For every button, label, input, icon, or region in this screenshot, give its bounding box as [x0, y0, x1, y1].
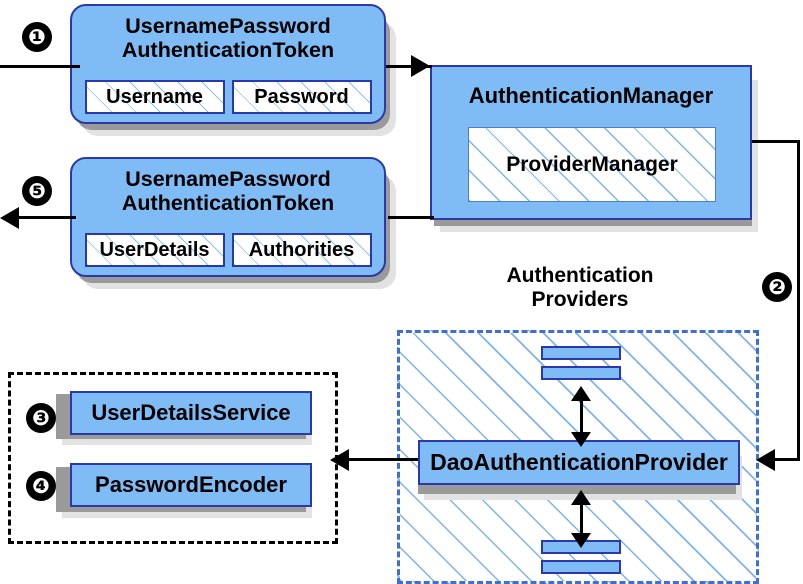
outbound-response-line — [16, 216, 76, 219]
stub-provider-top-1[interactable] — [541, 346, 621, 360]
provider-stub-bottom-arrowhead-down — [571, 533, 591, 548]
request-to-manager-arrowhead — [411, 55, 430, 77]
authentication-manager-box[interactable]: AuthenticationManager ProviderManager — [430, 65, 752, 220]
response-token-box[interactable]: UsernamePassword AuthenticationToken Use… — [70, 157, 386, 277]
user-details-service-box[interactable]: UserDetailsService — [70, 391, 312, 435]
request-token-title: UsernamePassword AuthenticationToken — [121, 14, 335, 63]
provider-stub-bottom-arrowhead-up — [571, 490, 591, 505]
stub-provider-top-2[interactable] — [541, 366, 621, 380]
provider-to-services-line — [348, 458, 418, 461]
outbound-response-arrowhead — [0, 207, 19, 229]
provider-manager-box[interactable]: ProviderManager — [468, 127, 716, 202]
step-badge-3: ❸ — [26, 403, 56, 433]
slot-password[interactable]: Password — [231, 80, 372, 114]
request-token-box[interactable]: UsernamePassword AuthenticationToken Use… — [70, 4, 386, 124]
inbound-request-line — [0, 65, 80, 68]
step-badge-1: ❶ — [22, 22, 52, 52]
slot-userdetails[interactable]: UserDetails — [84, 233, 225, 267]
step-badge-5: ❺ — [22, 176, 52, 206]
step-badge-2: ❷ — [762, 272, 792, 302]
provider-entry-arrowhead — [756, 449, 775, 471]
response-token-slot-row: UserDetails Authorities — [72, 233, 384, 267]
manager-exit-line — [752, 140, 800, 143]
dao-authentication-provider-box[interactable]: DaoAuthenticationProvider — [418, 440, 740, 485]
slot-username[interactable]: Username — [84, 80, 225, 114]
password-encoder-box[interactable]: PasswordEncoder — [70, 463, 312, 507]
response-token-title: UsernamePassword AuthenticationToken — [121, 167, 335, 216]
manager-down-line — [797, 140, 800, 460]
provider-to-services-arrowhead — [330, 449, 349, 471]
provider-stub-top-line — [580, 394, 583, 434]
step-badge-4: ❹ — [26, 471, 56, 501]
stub-provider-bottom-2[interactable] — [541, 560, 621, 574]
provider-stub-top-arrowhead-up — [571, 386, 591, 401]
authentication-manager-title: AuthenticationManager — [468, 83, 714, 108]
slot-authorities[interactable]: Authorities — [231, 233, 372, 267]
request-to-manager-line — [386, 65, 432, 68]
authentication-providers-title: Authentication Providers — [506, 264, 654, 311]
provider-stub-bottom-line — [580, 498, 583, 536]
request-token-slot-row: Username Password — [72, 80, 384, 114]
provider-entry-line — [770, 458, 800, 461]
provider-stub-top-arrowhead-down — [571, 432, 591, 447]
manager-to-response-line — [388, 216, 434, 219]
